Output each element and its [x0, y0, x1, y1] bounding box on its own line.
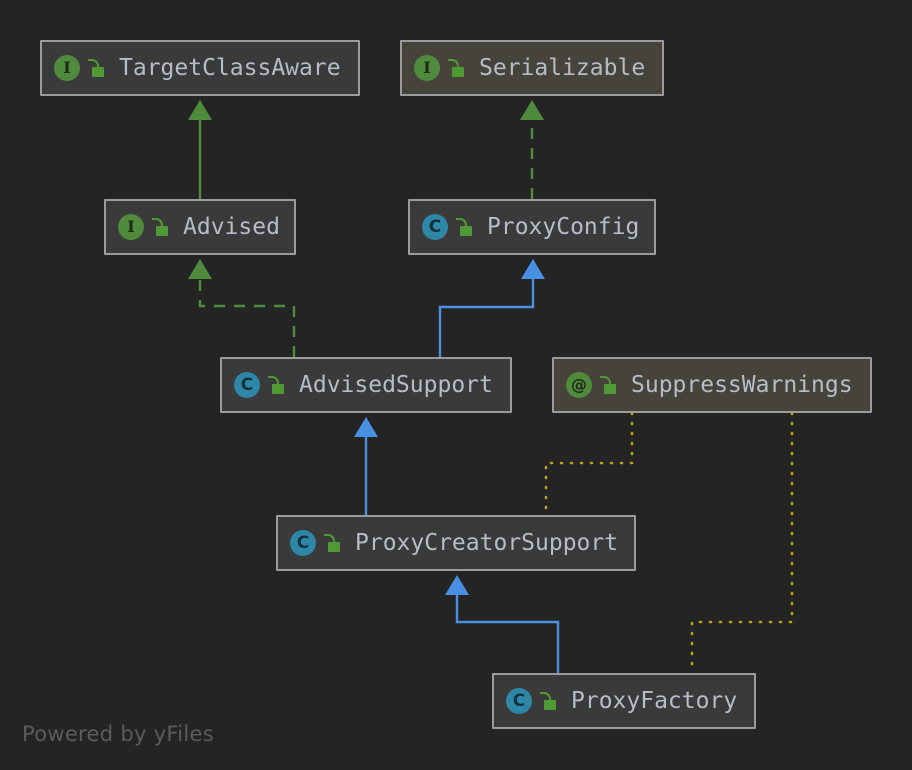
- interface-kind-icon: I: [414, 55, 440, 81]
- node-serializable[interactable]: I Serializable: [400, 40, 664, 96]
- public-lock-icon: [447, 57, 465, 79]
- class-kind-icon: C: [290, 530, 316, 556]
- node-proxy-factory[interactable]: C ProxyFactory: [492, 673, 756, 729]
- node-target-class-aware[interactable]: I TargetClassAware: [40, 40, 360, 96]
- node-label: ProxyCreatorSupport: [355, 530, 619, 556]
- edge-extends: [438, 279, 535, 357]
- node-proxy-config[interactable]: C ProxyConfig: [408, 199, 656, 255]
- public-lock-icon: [151, 216, 169, 238]
- interface-kind-icon: I: [118, 214, 144, 240]
- annotation-kind-icon: @: [566, 372, 592, 398]
- public-lock-icon: [267, 374, 285, 396]
- edge-annotation-usage: [544, 411, 634, 517]
- node-advised[interactable]: I Advised: [104, 199, 296, 255]
- node-label: Serializable: [479, 55, 646, 81]
- public-lock-icon: [599, 374, 617, 396]
- public-lock-icon: [539, 690, 557, 712]
- yfiles-watermark: Powered by yFiles: [22, 722, 214, 746]
- node-label: AdvisedSupport: [299, 372, 493, 398]
- class-kind-icon: C: [506, 688, 532, 714]
- edge-arrowhead: [521, 259, 545, 279]
- edge-arrowhead: [520, 100, 544, 120]
- edge-arrowhead: [188, 100, 212, 120]
- edge-arrowhead: [354, 417, 378, 437]
- node-label: Advised: [183, 214, 280, 240]
- edge-implements: [198, 279, 296, 357]
- edge-annotation-usage: [690, 411, 794, 675]
- node-label: ProxyFactory: [571, 688, 738, 714]
- public-lock-icon: [323, 532, 341, 554]
- node-label: TargetClassAware: [119, 55, 341, 81]
- edge-arrowhead: [188, 259, 212, 279]
- edge-arrowhead: [445, 575, 469, 595]
- node-advised-support[interactable]: C AdvisedSupport: [220, 357, 512, 413]
- public-lock-icon: [455, 216, 473, 238]
- class-kind-icon: C: [234, 372, 260, 398]
- node-suppress-warnings[interactable]: @ SuppressWarnings: [552, 357, 872, 413]
- edge-extends: [455, 595, 560, 673]
- interface-kind-icon: I: [54, 55, 80, 81]
- node-proxy-creator-support[interactable]: C ProxyCreatorSupport: [276, 515, 636, 571]
- class-kind-icon: C: [422, 214, 448, 240]
- node-label: ProxyConfig: [487, 214, 640, 240]
- node-label: SuppressWarnings: [631, 372, 853, 398]
- public-lock-icon: [87, 57, 105, 79]
